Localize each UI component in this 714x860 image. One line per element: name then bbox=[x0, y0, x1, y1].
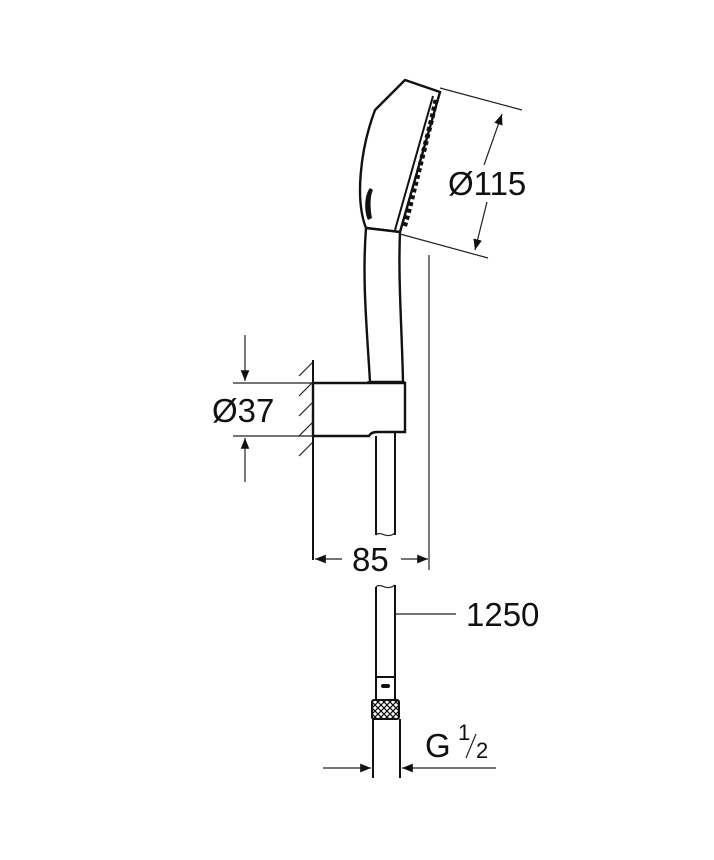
shower-handle bbox=[363, 226, 405, 396]
wall-hatch-icon bbox=[298, 361, 314, 457]
head-diameter-label: Ø115 bbox=[448, 165, 526, 202]
hose-upper bbox=[375, 432, 396, 537]
hose-length-label: 1250 bbox=[466, 596, 539, 633]
dimension-hose-length: 1250 bbox=[395, 596, 539, 633]
dimension-holder-diameter: Ø37 bbox=[212, 335, 313, 482]
hose-lower bbox=[371, 584, 401, 778]
thread-numerator-label: 1 bbox=[458, 720, 470, 745]
thread-denominator-label: 2 bbox=[476, 738, 488, 763]
dimension-head-diameter: Ø115 bbox=[399, 87, 526, 259]
dimension-projection: 85 bbox=[315, 541, 428, 578]
thread-prefix-label: G bbox=[425, 727, 451, 764]
wall-holder bbox=[298, 360, 407, 560]
fraction-slash bbox=[465, 733, 477, 759]
holder-diameter-label: Ø37 bbox=[212, 392, 274, 429]
dimension-thread: G 1 2 bbox=[323, 720, 496, 773]
shower-head bbox=[358, 78, 442, 234]
projection-label: 85 bbox=[352, 541, 389, 578]
